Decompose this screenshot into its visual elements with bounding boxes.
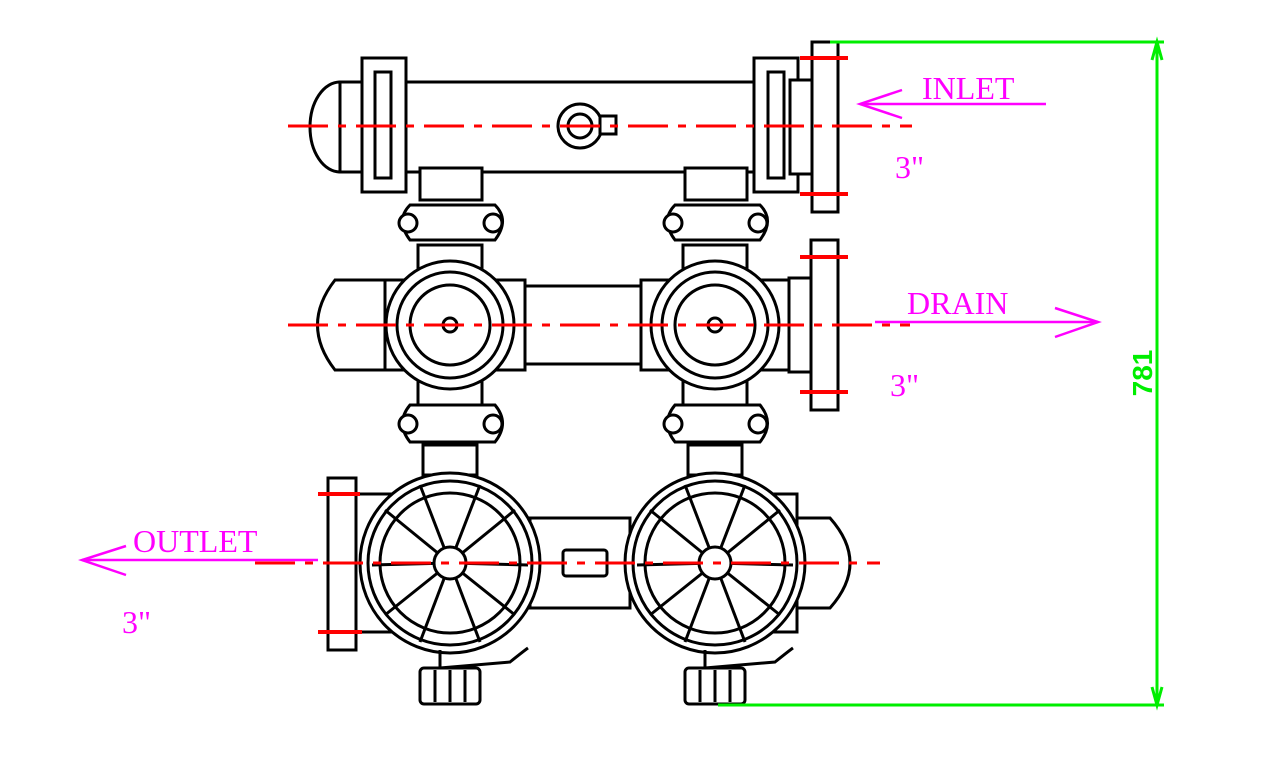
drain-label: DRAIN: [907, 285, 1008, 321]
height-dimension-value: 781: [1127, 350, 1158, 397]
handwheel: [358, 471, 542, 706]
clamp: [397, 403, 504, 444]
height-dimension: 781: [718, 36, 1164, 711]
outlet-size-label: 3": [122, 604, 151, 640]
outlet-manifold: [326, 443, 852, 706]
clamp: [662, 203, 769, 242]
inlet-label: INLET: [922, 70, 1015, 106]
drain-size-label: 3": [890, 367, 919, 403]
outlet-label: OUTLET: [133, 523, 258, 559]
inlet-callout: INLET 3": [856, 70, 1046, 185]
inlet-size-label: 3": [895, 149, 924, 185]
clamp: [662, 403, 769, 444]
clamps: [397, 203, 769, 444]
drain-callout: DRAIN 3": [875, 285, 1102, 403]
outlet-callout: OUTLET 3": [78, 523, 318, 640]
clamp: [397, 203, 504, 242]
centerlines: [255, 56, 912, 634]
handwheel: [623, 471, 807, 706]
